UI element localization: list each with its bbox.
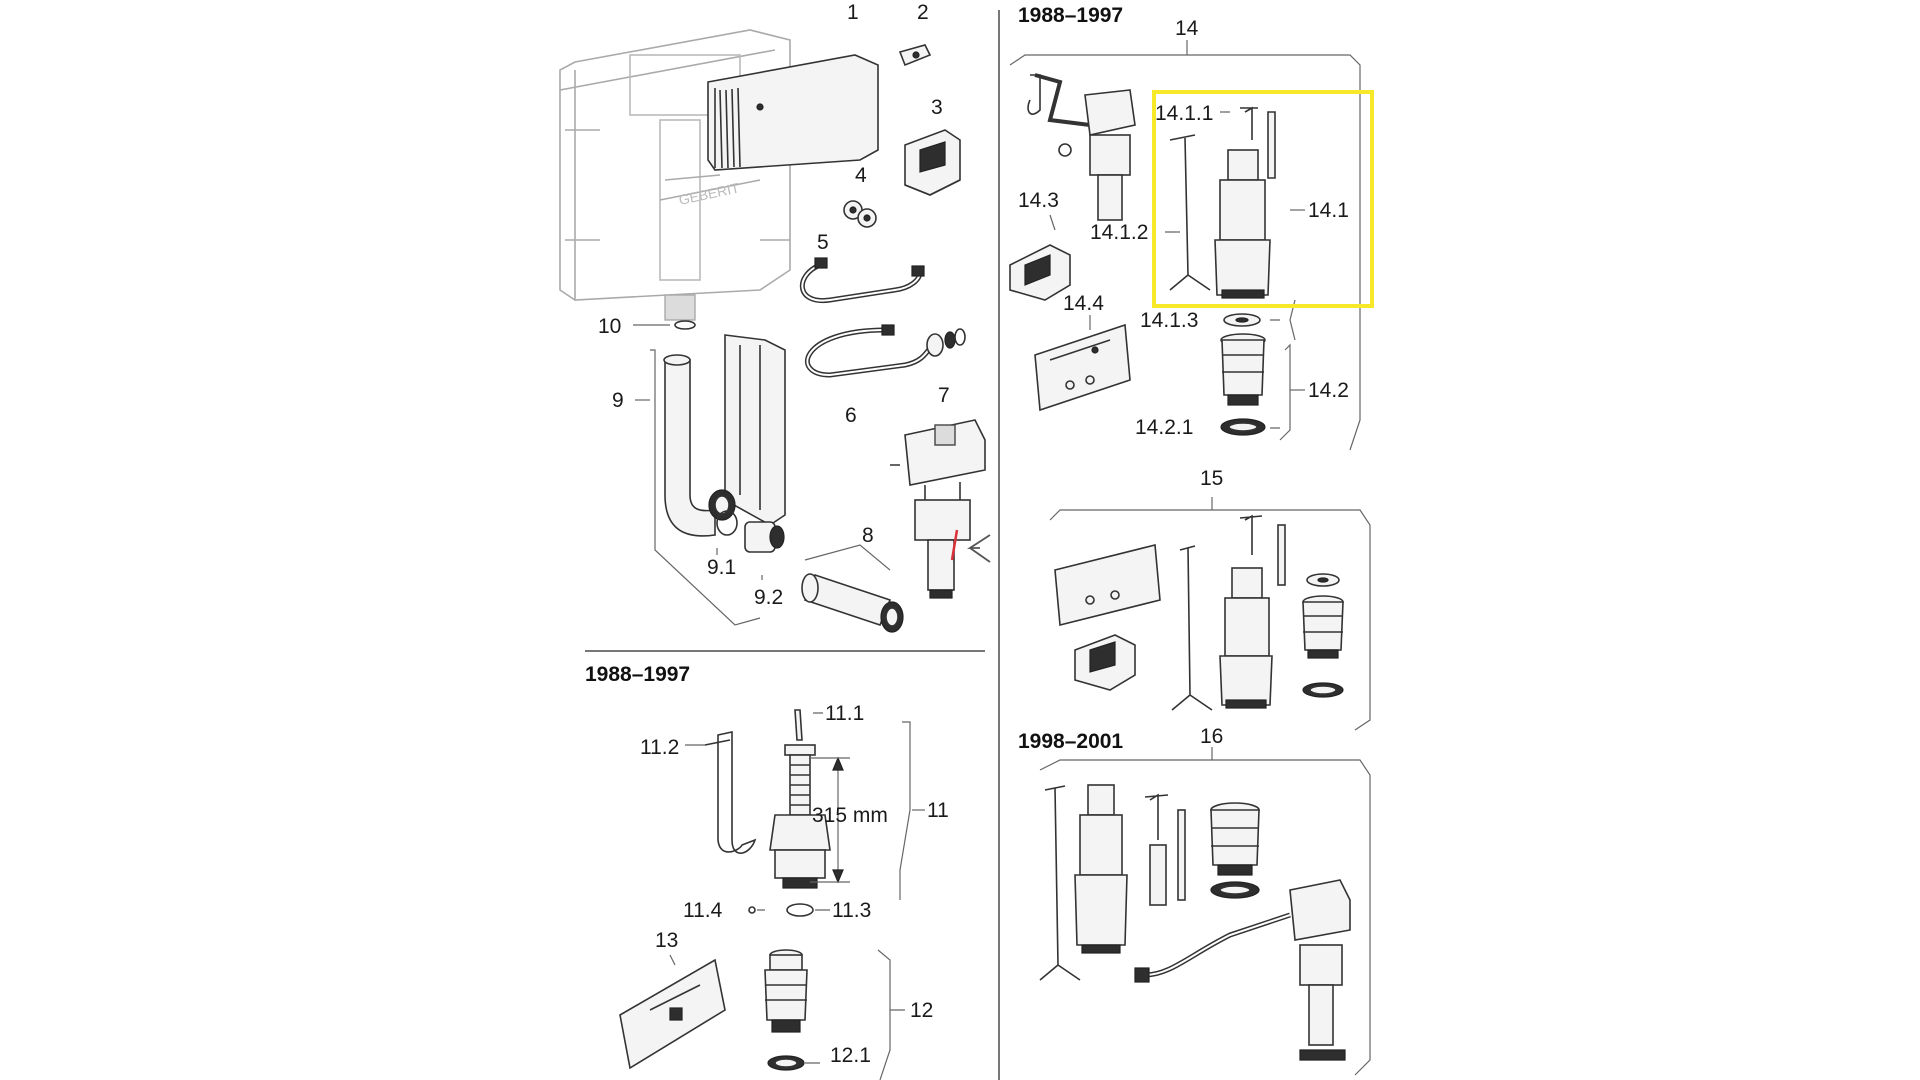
label-14-4: 14.4	[1063, 292, 1104, 315]
label-1: 1	[847, 1, 859, 24]
cistern-frame: GEBERIT	[559, 29, 791, 321]
label-14-1: 14.1	[1308, 199, 1349, 222]
highlight-box-14-1	[1152, 90, 1374, 308]
label-14-1-2: 14.1.2	[1090, 221, 1149, 244]
red-accent-mark	[950, 529, 959, 561]
flush-valve-part-14-1	[1169, 106, 1276, 299]
plate-part-13	[619, 958, 726, 1070]
label-9: 9	[612, 389, 624, 412]
o-ring-part-10	[674, 320, 696, 330]
tube-part-8	[801, 573, 904, 633]
housing-part-12	[764, 949, 808, 1071]
label-11-3: 11.3	[832, 899, 872, 922]
label-9-1: 9.1	[707, 556, 737, 579]
label-13: 13	[655, 929, 679, 952]
bracket-part-14-3	[1009, 244, 1071, 301]
label-14: 14	[1175, 17, 1199, 40]
label-14-1-1: 14.1.1	[1155, 102, 1214, 125]
fitting-part-4	[843, 200, 877, 228]
flush-valve-part-11	[704, 709, 831, 917]
label-15: 15	[1200, 467, 1224, 490]
label-8: 8	[862, 524, 874, 547]
service-set-part-15	[1054, 514, 1344, 711]
cistern-cover-part-1	[707, 54, 879, 171]
label-11: 11	[927, 799, 949, 822]
label-14-3: 14.3	[1018, 189, 1059, 212]
horizontal-divider	[585, 650, 985, 652]
label-6: 6	[845, 404, 857, 427]
label-2: 2	[917, 1, 929, 24]
label-14-1-3: 14.1.3	[1140, 309, 1199, 332]
label-11-4: 11.4	[683, 899, 723, 922]
label-3: 3	[931, 96, 943, 119]
label-11-2: 11.2	[640, 736, 680, 759]
dimension-315mm	[810, 756, 850, 884]
fill-valve-part-14	[1027, 73, 1136, 221]
k-mark	[966, 534, 991, 563]
svg-text:GEBERIT: GEBERIT	[677, 179, 741, 208]
label-12-1: 12.1	[830, 1044, 871, 1067]
fill-valve-part-7	[890, 419, 986, 599]
label-12: 12	[910, 999, 934, 1022]
header-1998-2001: 1998–2001	[1018, 730, 1124, 753]
label-dimension-315mm: 315 mm	[812, 804, 888, 827]
label-9-2: 9.2	[754, 586, 784, 609]
label-4: 4	[855, 164, 867, 187]
bracket-part-3	[904, 129, 961, 196]
label-10: 10	[598, 315, 622, 338]
label-14-2: 14.2	[1308, 379, 1349, 402]
header-1988-1997-bottom-left: 1988–1997	[585, 663, 691, 686]
vertical-divider	[998, 10, 1000, 1080]
label-7: 7	[938, 384, 950, 407]
hose-part-5	[800, 257, 925, 304]
hose-part-6	[804, 324, 966, 378]
valve-housing-part-14-2	[1220, 333, 1266, 436]
label-14-2-1: 14.2.1	[1135, 416, 1194, 439]
clip-part-2	[898, 44, 932, 67]
plate-part-14-4	[1034, 323, 1131, 412]
seal-part-14-1-3	[1223, 313, 1261, 327]
header-1988-1997-top-right: 1988–1997	[1018, 4, 1124, 27]
pipe-part-9	[663, 334, 786, 553]
label-5: 5	[817, 231, 829, 254]
label-16: 16	[1200, 725, 1224, 748]
label-11-1: 11.1	[825, 702, 865, 725]
service-set-part-16	[1039, 784, 1351, 1061]
leader-lines	[633, 40, 1371, 1080]
